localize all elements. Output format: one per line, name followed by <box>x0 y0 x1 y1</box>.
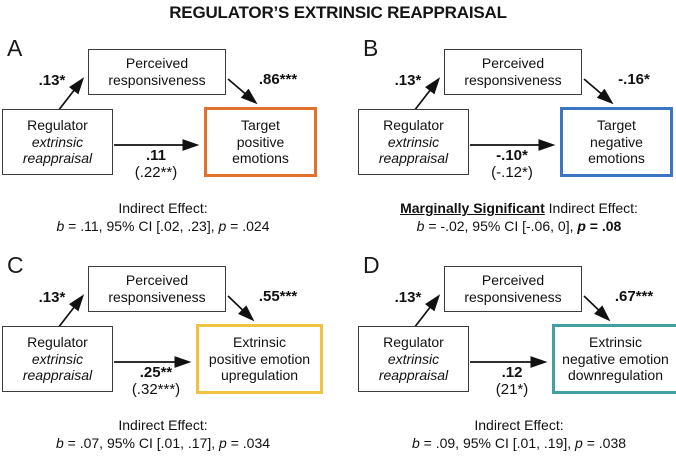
predictor-text: Regulator <box>383 117 444 134</box>
panel-label: D <box>363 252 380 278</box>
outcome-box: Target positive emotions <box>204 107 317 177</box>
predictor-text: extrinsic <box>387 133 440 150</box>
panel-c: C Perceived responsiveness Regulator ext… <box>0 250 338 462</box>
outcome-text: positive emotion <box>208 350 311 367</box>
panel-b: B Perceived responsiveness Regulator ext… <box>356 33 676 245</box>
path-arrows <box>413 77 614 151</box>
direct-coefficient: .25** <box>139 364 173 381</box>
outcome-text: Target <box>597 117 636 134</box>
direct-coefficient: -.10* <box>496 147 528 164</box>
direct-coefficient: .11 <box>145 147 167 164</box>
path-b-coefficient: .86*** <box>258 71 298 88</box>
indirect-effect-note: Indirect Effect: b = .07, 95% CI [.01, .… <box>0 416 326 452</box>
outcome-text: negative emotion <box>562 350 669 367</box>
outcome-text: emotions <box>588 150 645 167</box>
mediator-text: Perceived <box>125 55 189 72</box>
figure-title: REGULATOR’S EXTRINSIC REAPPRAISAL <box>169 3 507 22</box>
predictor-box: Regulator extrinsic reappraisal <box>358 109 469 175</box>
panel-d: D Perceived responsiveness Regulator ext… <box>356 250 676 462</box>
outcome-text: downregulation <box>568 367 663 384</box>
mediator-box: Perceived responsiveness <box>444 266 582 312</box>
outcome-text: Target <box>241 117 280 134</box>
predictor-text: reappraisal <box>378 150 449 167</box>
path-arrows <box>57 77 258 151</box>
indirect-stats: b = .07, 95% CI [.01, .17], p = .034 <box>55 435 271 452</box>
mediator-box: Perceived responsiveness <box>88 266 226 312</box>
direct-effect-labels: .12 (21*) <box>462 364 562 399</box>
path-a-coefficient: .13* <box>394 72 422 89</box>
panel-label: B <box>363 35 379 61</box>
indirect-stats: b = -.02, 95% CI [-.06, 0], p = .08 <box>416 218 622 235</box>
total-coefficient: (.22**) <box>134 164 178 182</box>
path-b-coefficient: -.16* <box>618 71 650 88</box>
mediator-text: Perceived <box>481 272 545 289</box>
indirect-stats: b = .11, 95% CI [.02, .23], p = .024 <box>56 218 270 235</box>
predictor-text: reappraisal <box>22 367 93 384</box>
outcome-text: emotions <box>232 150 289 167</box>
path-a-coefficient: .13* <box>394 289 422 306</box>
outcome-box: Extrinsic negative emotion downregulatio… <box>552 324 676 394</box>
panel-a: A Perceived responsiveness Regulator ext… <box>0 33 338 245</box>
outcome-text: upregulation <box>220 367 299 384</box>
mediator-text: responsiveness <box>464 289 562 305</box>
outcome-box: Target negative emotions <box>560 107 673 177</box>
total-coefficient: (21*) <box>495 381 529 399</box>
mediator-text: Perceived <box>125 272 189 289</box>
outcome-box: Extrinsic positive emotion upregulation <box>196 324 323 394</box>
predictor-text: extrinsic <box>31 133 84 150</box>
predictor-box: Regulator extrinsic reappraisal <box>2 109 113 175</box>
panel-label: A <box>7 35 23 61</box>
predictor-box: Regulator extrinsic reappraisal <box>2 326 113 392</box>
total-coefficient: (.32***) <box>131 381 181 399</box>
direct-effect-labels: .11 (.22**) <box>106 147 206 182</box>
predictor-box: Regulator extrinsic reappraisal <box>358 326 469 392</box>
predictor-text: extrinsic <box>387 350 440 367</box>
predictor-text: Regulator <box>27 334 88 351</box>
path-arrows <box>57 294 255 368</box>
indirect-effect-note: Indirect Effect: b = .11, 95% CI [.02, .… <box>0 199 326 235</box>
mediator-text: Perceived <box>481 55 545 72</box>
path-a-coefficient: .13* <box>38 289 66 306</box>
mediator-text: responsiveness <box>108 72 206 88</box>
outcome-text: Extrinsic <box>589 334 642 351</box>
indirect-stats: b = .09, 95% CI [.01, .19], p = .038 <box>411 435 627 452</box>
predictor-text: reappraisal <box>378 367 449 384</box>
mediator-box: Perceived responsiveness <box>88 49 226 95</box>
indirect-effect-note: Marginally Significant Indirect Effect: … <box>356 199 676 235</box>
predictor-text: extrinsic <box>31 350 84 367</box>
path-b-coefficient: .55*** <box>258 288 298 305</box>
direct-effect-labels: .25** (.32***) <box>106 364 206 399</box>
outcome-text: positive <box>236 133 285 150</box>
outcome-text: Extrinsic <box>233 334 286 351</box>
mediator-text: responsiveness <box>464 72 562 88</box>
direct-effect-labels: -.10* (-.12*) <box>462 147 562 182</box>
indirect-label: Marginally Significant Indirect Effect: <box>400 200 638 216</box>
path-b-coefficient: .67*** <box>614 288 654 305</box>
path-arrows <box>413 294 611 368</box>
direct-coefficient: .12 <box>501 364 523 381</box>
predictor-text: Regulator <box>383 334 444 351</box>
outcome-text: negative <box>590 133 643 150</box>
path-a-coefficient: .13* <box>38 72 66 89</box>
indirect-label: Indirect Effect: <box>474 417 564 433</box>
predictor-text: reappraisal <box>22 150 93 167</box>
predictor-text: Regulator <box>27 117 88 134</box>
panel-label: C <box>7 252 24 278</box>
total-coefficient: (-.12*) <box>491 164 533 182</box>
mediator-box: Perceived responsiveness <box>444 49 582 95</box>
indirect-label: Indirect Effect: <box>118 200 208 216</box>
indirect-label: Indirect Effect: <box>118 417 208 433</box>
mediator-text: responsiveness <box>108 289 206 305</box>
indirect-effect-note: Indirect Effect: b = .09, 95% CI [.01, .… <box>356 416 676 452</box>
